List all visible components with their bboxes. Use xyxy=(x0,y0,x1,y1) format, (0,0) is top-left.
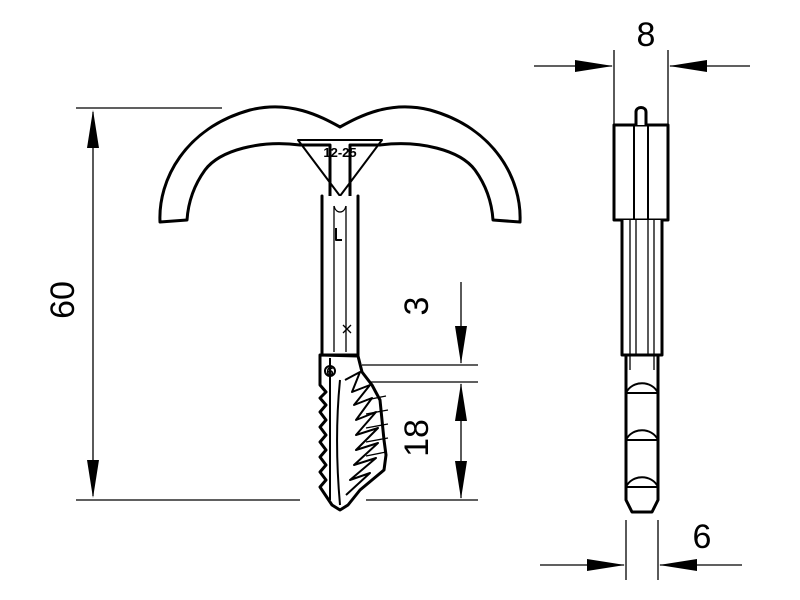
arrow-18-top xyxy=(455,383,467,421)
side-anchor-rib-2 xyxy=(625,429,659,441)
dimension-6-label: 6 xyxy=(693,518,712,556)
side-view xyxy=(612,106,670,514)
side-anchor xyxy=(624,353,660,514)
clip-size-marking: 12-25 xyxy=(323,145,356,160)
arrow-6-left xyxy=(587,559,625,571)
shaft-mark-l xyxy=(335,228,342,241)
double-clip-head xyxy=(158,105,522,224)
arrow-18-bottom xyxy=(455,461,467,499)
marking-triangle xyxy=(297,139,383,197)
anchor-dowel xyxy=(318,353,388,512)
shaft-cross-mark xyxy=(342,324,352,334)
arrow-3-top xyxy=(455,326,467,364)
anchor-fins xyxy=(365,395,389,457)
anchor-teeth xyxy=(344,371,379,496)
arrow-60-top xyxy=(87,110,99,148)
side-dimensions: 8 6 xyxy=(534,16,750,580)
side-top-tab xyxy=(634,106,648,127)
shaft xyxy=(320,194,360,357)
side-head-block xyxy=(612,123,670,222)
side-shaft xyxy=(620,218,664,357)
dimension-3-label: 3 xyxy=(398,297,436,316)
arrow-60-bottom xyxy=(87,460,99,498)
front-dimensions: 60 3 18 xyxy=(44,107,478,501)
front-view: 12-25 6 xyxy=(158,105,522,512)
arrow-8-left xyxy=(575,60,613,72)
anchor-core-line xyxy=(336,379,341,506)
side-anchor-top-lines xyxy=(629,355,655,370)
shaft-size-ring xyxy=(324,365,336,377)
shaft-size-marking: 6 xyxy=(326,364,333,379)
side-anchor-rib-3 xyxy=(625,476,659,488)
arrow-8-right xyxy=(669,60,707,72)
dimension-8-label: 8 xyxy=(637,16,656,54)
arrow-6-right xyxy=(659,559,697,571)
side-anchor-rib-1 xyxy=(625,382,659,394)
dimension-60-label: 60 xyxy=(44,281,82,319)
shaft-groove-top xyxy=(333,205,347,213)
dimension-18-label: 18 xyxy=(398,419,436,457)
